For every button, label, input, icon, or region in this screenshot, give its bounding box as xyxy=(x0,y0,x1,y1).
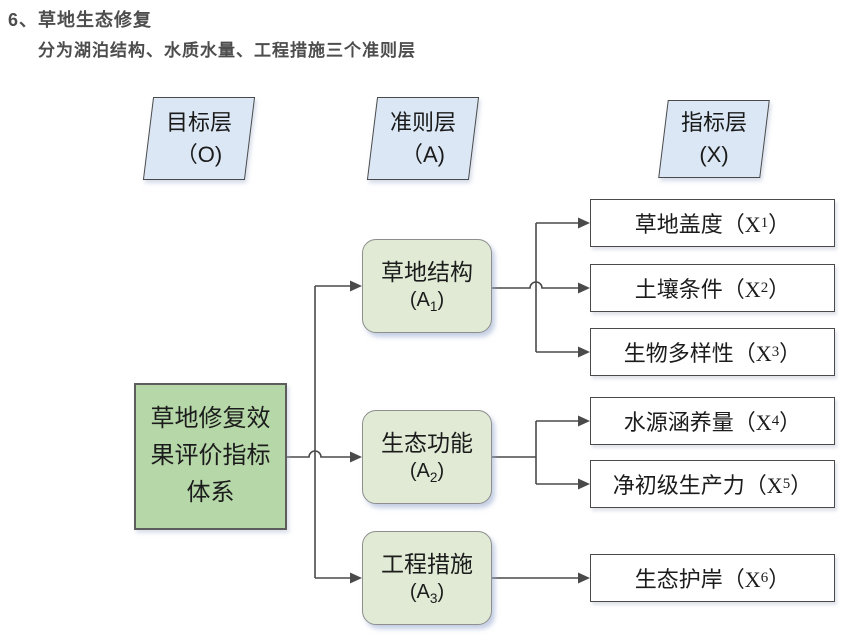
criteria-code-post: ) xyxy=(437,581,445,603)
goal-box: 草地修复效 果评价指标 体系 xyxy=(134,383,287,530)
criteria-code-post: ) xyxy=(437,460,445,482)
layer-header-code: (X) xyxy=(699,142,729,167)
layer-header-indicator: 指标层 (X) xyxy=(658,100,770,178)
indicator-label-close: ） xyxy=(768,212,791,237)
criteria-code: (A1) xyxy=(410,287,444,313)
indicator-label: 草地盖度（X xyxy=(634,212,761,237)
layer-header-code: （A) xyxy=(400,141,445,167)
arrowhead-x5 xyxy=(578,478,590,490)
criteria-code-pre: (A xyxy=(409,581,430,603)
goal-line: 体系 xyxy=(186,480,235,506)
criteria-box-a3: 工程措施 (A3) xyxy=(362,531,492,625)
goal-line: 草地修复效 xyxy=(150,406,271,432)
criteria-code-sub: 3 xyxy=(429,591,438,606)
arrowhead-x2 xyxy=(578,282,590,294)
indicator-label: 土壤条件（X xyxy=(634,277,761,302)
criteria-code-post: ) xyxy=(437,289,445,311)
goal-line: 果评价指标 xyxy=(150,443,271,469)
indicator-label: 净初级生产力（X xyxy=(612,473,783,498)
edge-a1-x2-hop xyxy=(492,281,578,289)
page-title: 6、草地生态修复 xyxy=(8,10,153,30)
indicator-label-close: ） xyxy=(790,473,813,498)
criteria-name: 工程措施 xyxy=(381,552,473,577)
arrowhead-x1 xyxy=(578,217,590,229)
indicator-label-close: ） xyxy=(768,277,791,302)
arrowhead-x4 xyxy=(578,415,590,427)
criteria-box-a1: 草地结构 (A1) xyxy=(362,239,492,333)
indicator-label-close: ） xyxy=(779,341,802,366)
criteria-code-sub: 1 xyxy=(429,299,438,314)
criteria-box-a2: 生态功能 (A2) xyxy=(362,410,492,504)
layer-header-label: 指标层 xyxy=(680,110,747,135)
criteria-code: (A3) xyxy=(410,579,444,605)
arrowhead-x3 xyxy=(578,346,590,358)
indicator-label-close: ） xyxy=(779,410,802,435)
criteria-code-sub: 2 xyxy=(429,470,438,485)
layer-header-code: （O) xyxy=(175,141,223,167)
edge-goal-a2-hop xyxy=(287,450,350,458)
indicator-label: 生态护岸（X xyxy=(634,567,761,592)
arrowhead-a2 xyxy=(350,451,362,463)
criteria-name: 生态功能 xyxy=(381,431,473,456)
arrowhead-a1 xyxy=(350,280,362,292)
layer-header-label: 目标层 xyxy=(165,109,232,135)
criteria-code-pre: (A xyxy=(409,289,430,311)
arrowhead-x6 xyxy=(578,572,590,584)
layer-header-criteria: 准则层 （A) xyxy=(366,97,480,180)
indicator-label: 生物多样性（X xyxy=(623,341,772,366)
layer-header-label: 准则层 xyxy=(389,109,456,135)
indicator-label: 水源涵养量（X xyxy=(623,410,772,435)
layer-header-goal: 目标层 （O) xyxy=(142,97,256,180)
criteria-name: 草地结构 xyxy=(381,260,473,285)
criteria-code: (A2) xyxy=(410,458,444,484)
page-subtitle: 分为湖泊结构、水质水量、工程措施三个准则层 xyxy=(38,41,416,60)
criteria-code-pre: (A xyxy=(409,460,430,482)
indicator-label-close: ） xyxy=(768,567,791,592)
arrowhead-a3 xyxy=(350,572,362,584)
